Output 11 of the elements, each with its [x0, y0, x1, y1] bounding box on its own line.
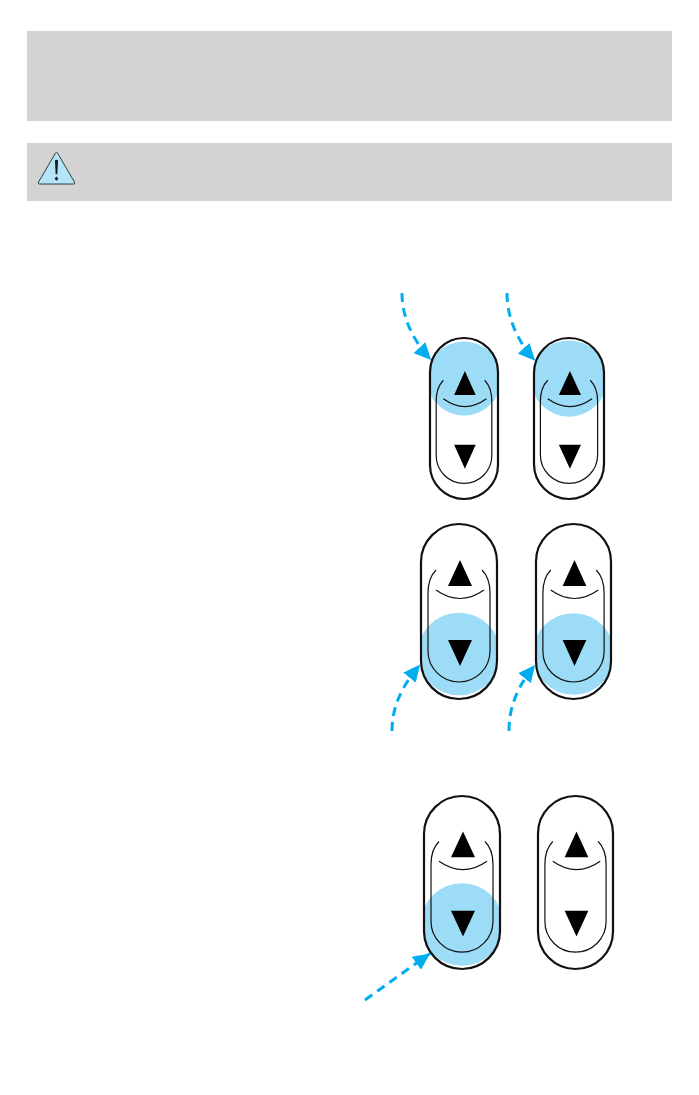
dashed-arrow: [507, 663, 537, 732]
dashed-arrow: [390, 663, 422, 732]
rocker-switch: [420, 523, 498, 700]
rocker-switch: [429, 337, 499, 500]
dashed-arrow: [400, 292, 433, 361]
rocker-switch: [535, 523, 612, 700]
dashed-arrow: [505, 292, 537, 362]
rocker-switch: [533, 337, 605, 500]
rocker-switch: [423, 795, 501, 970]
rocker-switch: [537, 795, 614, 970]
dashed-arrow: [364, 952, 431, 1002]
